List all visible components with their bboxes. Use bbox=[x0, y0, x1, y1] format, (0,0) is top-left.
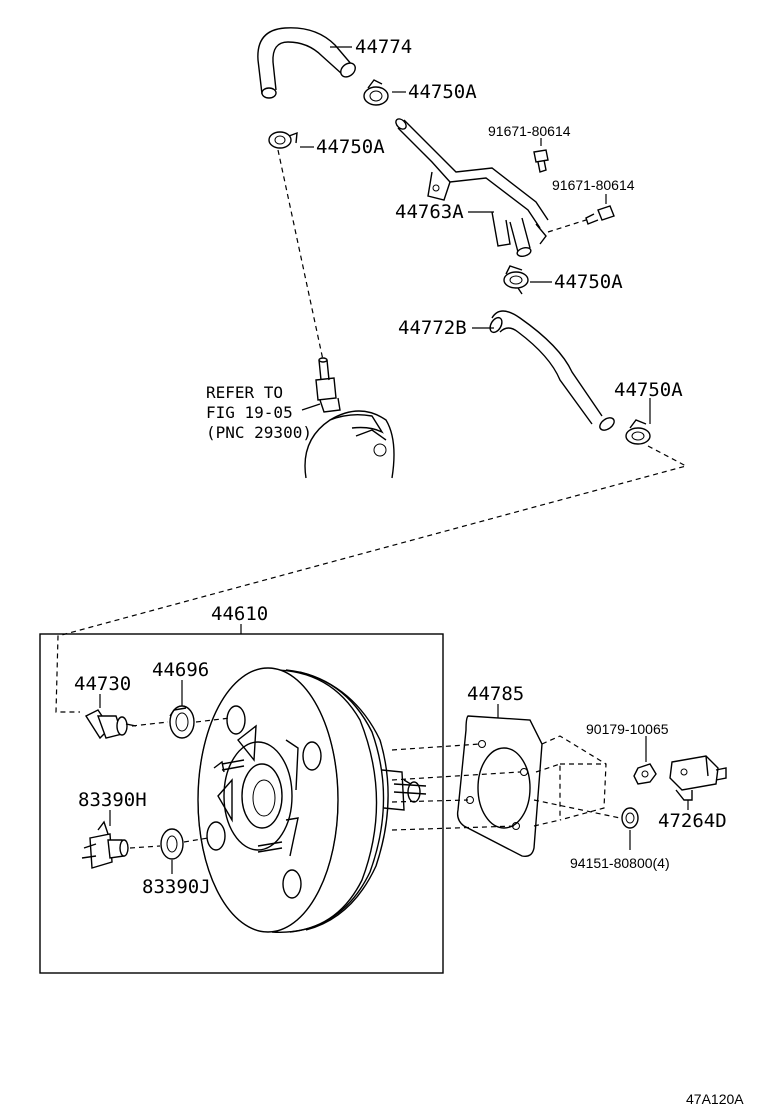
clip-44750a-top-left bbox=[268, 131, 298, 149]
seal-83390j bbox=[160, 828, 184, 860]
callout-83390j: 83390J bbox=[142, 876, 211, 898]
nut-94151-80800 bbox=[621, 807, 639, 829]
callout-44696: 44696 bbox=[152, 659, 209, 681]
gasket-44785 bbox=[456, 715, 543, 858]
bolt-91671-1 bbox=[533, 149, 549, 173]
clip-44750a-mid bbox=[503, 265, 529, 295]
bolt-91671-2 bbox=[585, 205, 615, 225]
refer-note: REFER TO FIG 19-05 (PNC 29300) bbox=[206, 383, 312, 442]
dashed-guide-grommet bbox=[195, 717, 231, 723]
callout-44763a: 44763A bbox=[395, 201, 464, 223]
callout-clip-lower: 44750A bbox=[614, 379, 683, 401]
hose-44772b bbox=[489, 310, 615, 431]
callout-bolt-2: 91671-80614 bbox=[552, 177, 635, 193]
union-44730 bbox=[84, 709, 137, 740]
dashed-projections bbox=[391, 735, 621, 831]
nut-90179-10065 bbox=[633, 763, 657, 785]
callout-90179: 90179-10065 bbox=[586, 721, 669, 737]
sensor-83390h bbox=[81, 820, 129, 869]
grommet-44696 bbox=[169, 705, 195, 739]
callout-44774: 44774 bbox=[355, 36, 412, 58]
callout-44772b: 44772B bbox=[398, 317, 467, 339]
clip-44750a-top-right bbox=[363, 79, 389, 106]
dashed-guide-sensor bbox=[129, 845, 161, 849]
clip-44750a-lower bbox=[625, 419, 651, 445]
leader-refer bbox=[301, 403, 321, 411]
svg-text:(PNC 29300): (PNC 29300) bbox=[206, 423, 312, 442]
callout-clip-top-right: 44750A bbox=[408, 81, 477, 103]
dashed-guide-bolt bbox=[547, 219, 587, 233]
hose-44774 bbox=[257, 27, 356, 99]
figure-code: 47A120A bbox=[686, 1091, 744, 1107]
dashed-guide-seal bbox=[183, 837, 209, 843]
svg-text:FIG 19-05: FIG 19-05 bbox=[206, 403, 293, 422]
callout-44610: 44610 bbox=[211, 603, 268, 625]
callout-83390h: 83390H bbox=[78, 789, 147, 811]
callout-44730: 44730 bbox=[74, 673, 131, 695]
callout-94151: 94151-80800(4) bbox=[570, 855, 670, 871]
callout-clip-top-left: 44750A bbox=[316, 136, 385, 158]
pipe-44763a bbox=[395, 118, 549, 257]
callout-47264d: 47264D bbox=[658, 810, 727, 832]
dashed-guide-main bbox=[55, 445, 688, 713]
callout-44785: 44785 bbox=[467, 683, 524, 705]
callout-clip-mid: 44750A bbox=[554, 271, 623, 293]
dashed-guide-left bbox=[277, 149, 324, 361]
dashed-guide-union bbox=[131, 721, 169, 727]
clevis-47264d bbox=[669, 755, 727, 801]
booster-assembly-frame bbox=[39, 633, 444, 974]
brake-booster bbox=[197, 667, 427, 933]
svg-text:REFER TO: REFER TO bbox=[206, 383, 283, 402]
engine-vacuum-fitting bbox=[304, 357, 395, 479]
callout-bolt-1: 91671-80614 bbox=[488, 123, 571, 139]
